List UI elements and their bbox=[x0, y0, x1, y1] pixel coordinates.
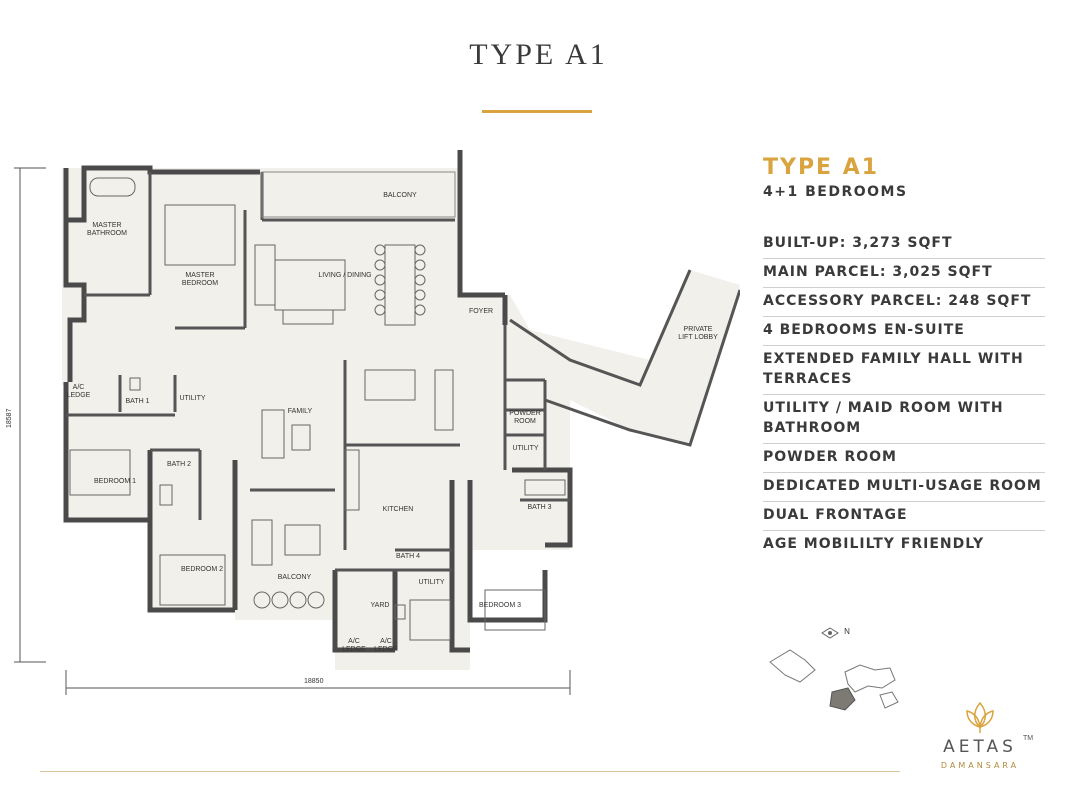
logo-name: AETAS bbox=[943, 737, 1017, 757]
aetas-logo: AETAS TM DAMANSARA bbox=[925, 695, 1035, 775]
unit-details: TYPE A1 4+1 BEDROOMS BUILT-UP: 3,273 SQF… bbox=[763, 155, 1063, 559]
feature-item: EXTENDED FAMILY HALL WITH TERRACES bbox=[763, 346, 1045, 395]
feature-item: 4 BEDROOMS EN-SUITE bbox=[763, 317, 1045, 346]
room-label-ac-ledge-1: A/C LEDGE bbox=[342, 638, 366, 653]
room-label-private-lift-lobby: PRIVATE LIFT LOBBY bbox=[678, 326, 718, 341]
unit-type-heading: TYPE A1 bbox=[763, 155, 880, 180]
room-label-utility-bottom: UTILITY bbox=[418, 579, 445, 586]
feature-item: DUAL FRONTAGE bbox=[763, 502, 1045, 531]
bedroom-count: 4+1 BEDROOMS bbox=[763, 184, 908, 200]
room-label-bath1: BATH 1 bbox=[125, 398, 150, 405]
room-label-bedroom1: BEDROOM 1 bbox=[93, 478, 136, 485]
title-underline bbox=[482, 110, 592, 113]
dimension-height: 18587 bbox=[6, 408, 13, 428]
room-label-balcony-bottom: BALCONY bbox=[277, 574, 312, 581]
floor-plan-drawing bbox=[14, 150, 742, 695]
key-plan-drawing bbox=[769, 627, 899, 711]
logo-trademark: TM bbox=[1023, 735, 1034, 742]
feature-item: MAIN PARCEL: 3,025 SQFT bbox=[763, 259, 1045, 288]
footer-divider bbox=[40, 771, 900, 772]
room-label-utility-right: UTILITY bbox=[512, 445, 539, 452]
room-label-kitchen: KITCHEN bbox=[382, 506, 414, 513]
room-label-master-bathroom: MASTER BATHROOM bbox=[87, 222, 127, 237]
room-label-bedroom2: BEDROOM 2 bbox=[180, 566, 223, 573]
dimension-width: 18850 bbox=[304, 678, 324, 685]
room-label-living-dining: LIVING / DINING bbox=[318, 272, 372, 279]
feature-list: BUILT-UP: 3,273 SQFT MAIN PARCEL: 3,025 … bbox=[763, 230, 1063, 559]
feature-item: POWDER ROOM bbox=[763, 444, 1045, 473]
room-label-utility-left: UTILITY bbox=[179, 395, 206, 402]
feature-item: DEDICATED MULTI-USAGE ROOM bbox=[763, 473, 1045, 502]
north-label: N bbox=[844, 627, 850, 636]
feature-item: UTILITY / MAID ROOM WITH BATHROOM bbox=[763, 395, 1045, 444]
north-arrow-icon bbox=[821, 627, 839, 639]
room-label-ac-ledge-left: A/C LEDGE bbox=[66, 384, 91, 399]
room-label-family: FAMILY bbox=[287, 408, 313, 415]
feature-item: BUILT-UP: 3,273 SQFT bbox=[763, 230, 1045, 259]
leaf-logo-icon bbox=[966, 701, 994, 733]
room-label-master-bedroom: MASTER BEDROOM bbox=[181, 272, 219, 287]
room-label-yard: YARD bbox=[370, 602, 390, 609]
page-title: TYPE A1 bbox=[469, 38, 608, 71]
room-label-powder-room: POWDER ROOM bbox=[509, 410, 541, 425]
feature-item: ACCESSORY PARCEL: 248 SQFT bbox=[763, 288, 1045, 317]
room-label-bedroom3: BEDROOM 3 bbox=[478, 602, 521, 609]
room-label-foyer: FOYER bbox=[468, 308, 494, 315]
floor-plan: MASTER BATHROOM MASTER BEDROOM BALCONY L… bbox=[0, 150, 742, 700]
room-label-ac-ledge-2: A/C LEDGE bbox=[374, 638, 398, 653]
feature-item: AGE MOBILILTY FRIENDLY bbox=[763, 536, 985, 552]
room-label-bath2: BATH 2 bbox=[167, 461, 191, 468]
room-label-balcony-top: BALCONY bbox=[383, 192, 417, 199]
key-plan: N bbox=[760, 620, 910, 720]
room-label-bath4: BATH 4 bbox=[396, 553, 420, 560]
logo-subtitle: DAMANSARA bbox=[940, 761, 1020, 770]
room-label-bath3: BATH 3 bbox=[527, 504, 552, 511]
